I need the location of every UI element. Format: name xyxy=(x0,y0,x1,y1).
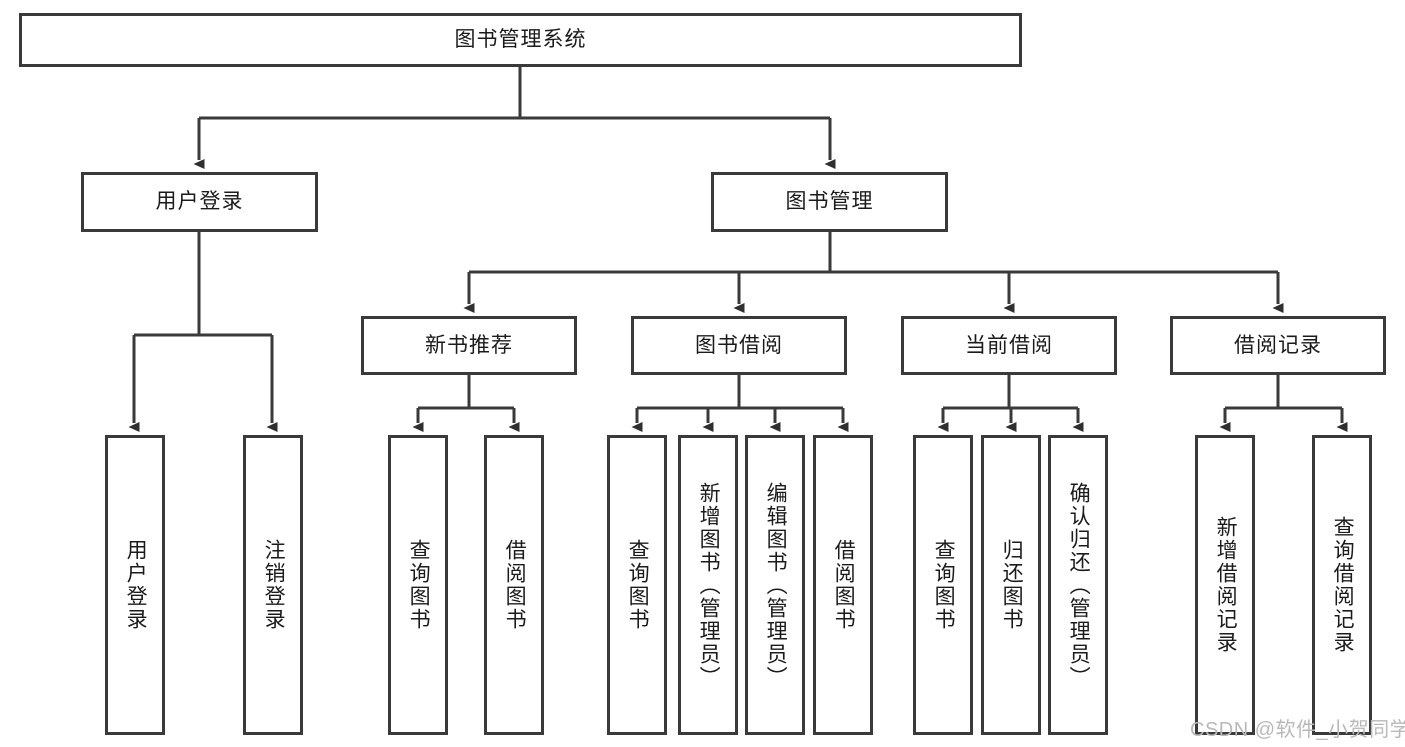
leaf-add-book-admin[interactable]: 新增图书（管理员） xyxy=(678,435,738,735)
node-new-book-recommend[interactable]: 新书推荐 xyxy=(361,316,577,375)
leaf-label: 注销登录 xyxy=(262,539,286,631)
leaf-label: 查询借阅记录 xyxy=(1331,516,1355,654)
leaf-label: 编辑图书（管理员） xyxy=(764,481,788,689)
node-current-borrow-label: 当前借阅 xyxy=(965,333,1053,357)
node-user-login-label: 用户登录 xyxy=(155,190,244,214)
leaf-label: 借阅图书 xyxy=(503,539,527,631)
node-new-book-recommend-label: 新书推荐 xyxy=(425,333,513,357)
node-book-borrow[interactable]: 图书借阅 xyxy=(631,316,847,375)
leaf-user-login[interactable]: 用户登录 xyxy=(105,435,165,735)
leaf-logout[interactable]: 注销登录 xyxy=(243,435,303,735)
node-book-borrow-label: 图书借阅 xyxy=(695,333,783,357)
leaf-label: 查询图书 xyxy=(626,539,650,631)
leaf-query-book-borrow[interactable]: 查询图书 xyxy=(607,435,667,735)
leaf-add-borrow-record[interactable]: 新增借阅记录 xyxy=(1195,435,1255,735)
leaf-borrow-book[interactable]: 借阅图书 xyxy=(813,435,873,735)
node-borrow-records-label: 借阅记录 xyxy=(1234,333,1322,357)
leaf-label: 确认归还（管理员） xyxy=(1067,481,1091,689)
leaf-query-book-current[interactable]: 查询图书 xyxy=(913,435,973,735)
node-root[interactable]: 图书管理系统 xyxy=(19,13,1022,67)
node-book-management[interactable]: 图书管理 xyxy=(711,172,948,232)
leaf-label: 借阅图书 xyxy=(832,539,856,631)
leaf-edit-book-admin[interactable]: 编辑图书（管理员） xyxy=(745,435,805,735)
leaf-label: 查询图书 xyxy=(932,539,956,631)
node-current-borrow[interactable]: 当前借阅 xyxy=(901,316,1117,375)
leaf-query-book-recommend[interactable]: 查询图书 xyxy=(388,435,448,735)
leaf-borrow-book-recommend[interactable]: 借阅图书 xyxy=(484,435,544,735)
leaf-query-borrow-record[interactable]: 查询借阅记录 xyxy=(1312,435,1372,735)
leaf-label: 新增图书（管理员） xyxy=(697,481,721,689)
node-borrow-records[interactable]: 借阅记录 xyxy=(1170,316,1386,375)
leaf-label: 用户登录 xyxy=(124,539,148,631)
node-book-management-label: 图书管理 xyxy=(785,190,874,214)
leaf-label: 归还图书 xyxy=(1000,539,1024,631)
leaf-return-book[interactable]: 归还图书 xyxy=(981,435,1041,735)
leaf-confirm-return-admin[interactable]: 确认归还（管理员） xyxy=(1048,435,1108,735)
node-user-login[interactable]: 用户登录 xyxy=(81,172,318,232)
leaf-label: 查询图书 xyxy=(407,539,431,631)
watermark: CSDN @软件_小贺同学 xyxy=(1190,719,1405,741)
leaf-label: 新增借阅记录 xyxy=(1214,516,1238,654)
node-root-label: 图书管理系统 xyxy=(454,28,587,52)
